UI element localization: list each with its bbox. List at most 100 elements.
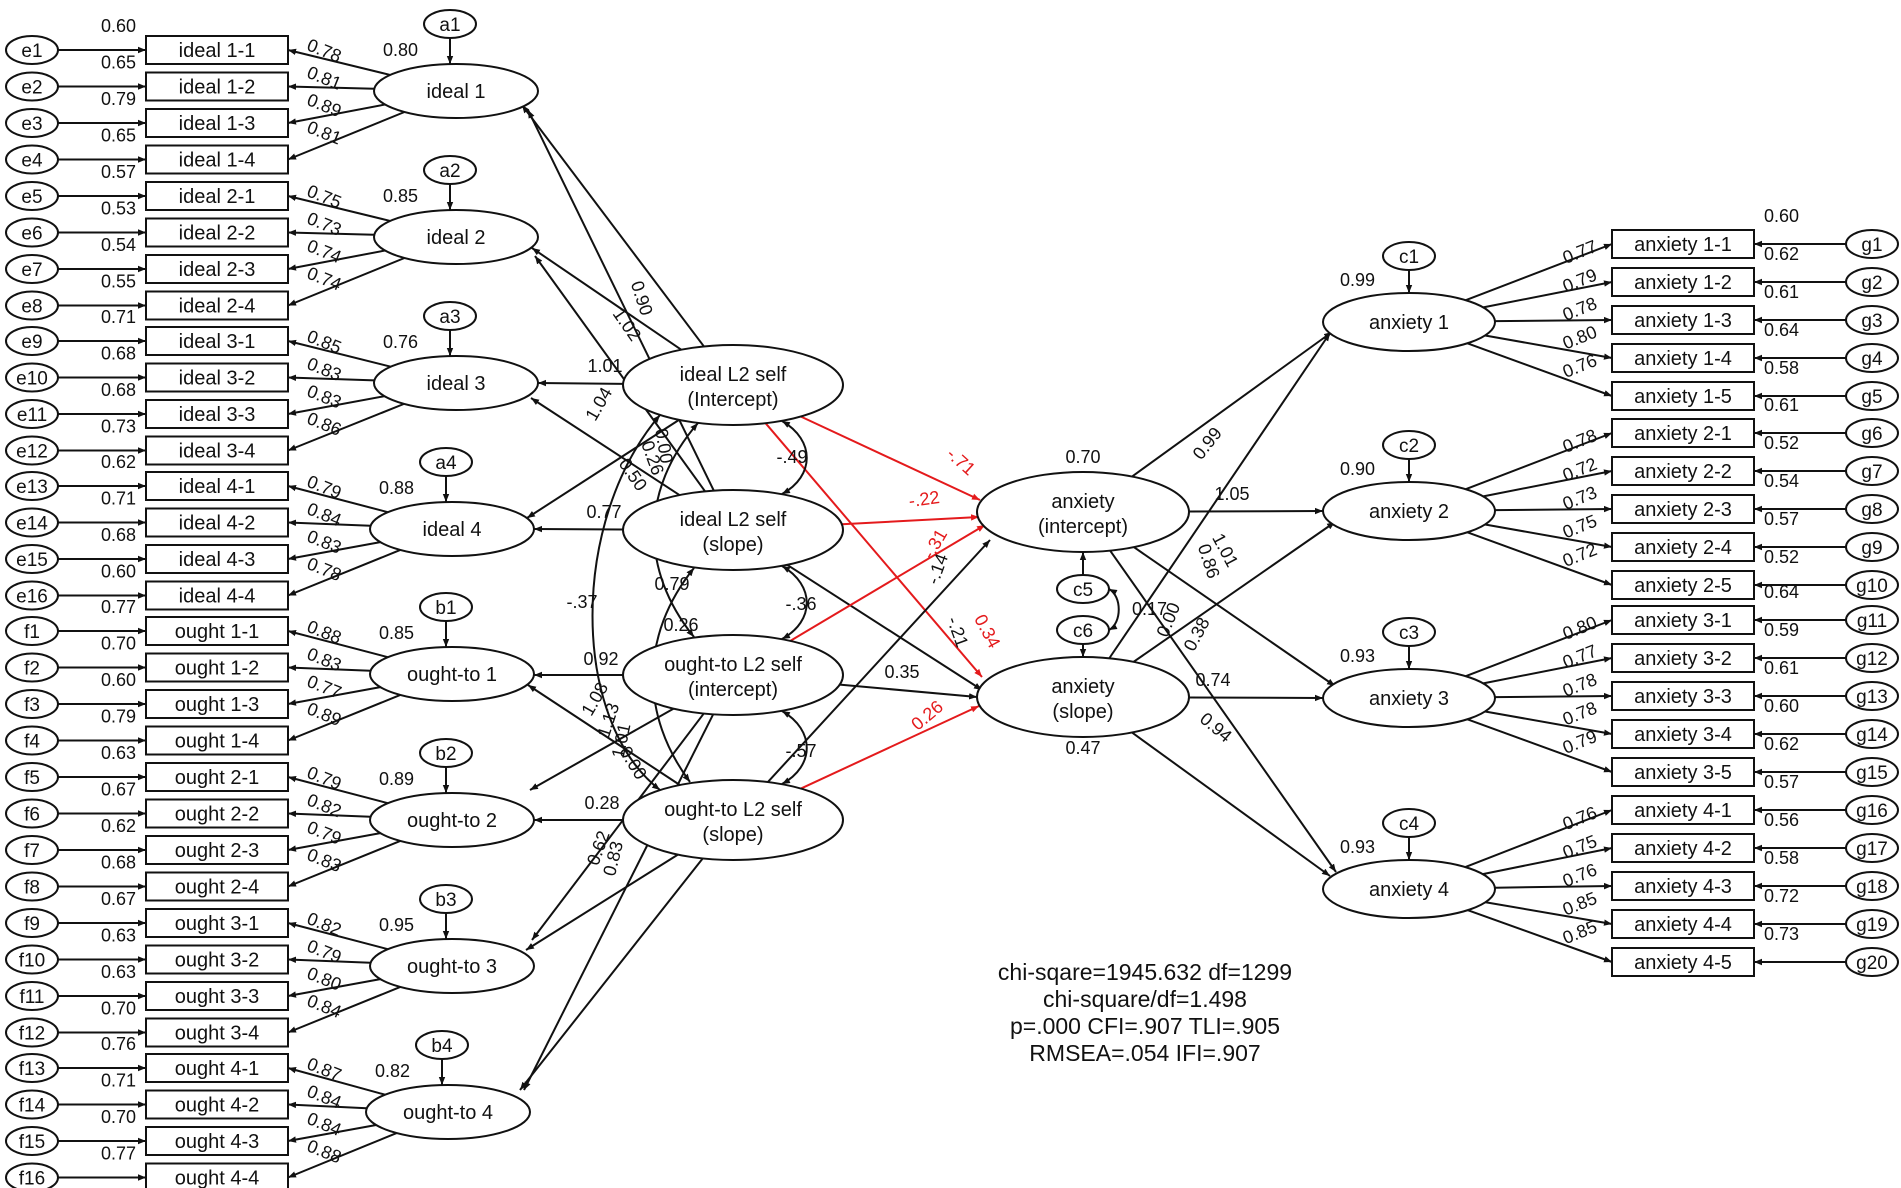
loading-arrow [1494, 316, 1613, 324]
indicator-r2: 0.71 [101, 489, 136, 509]
loading-label: 0.75 [1560, 511, 1600, 543]
indicator-error-label: e12 [16, 442, 48, 463]
indicator-box [145, 762, 289, 792]
indicator-box-label: ought 1-2 [175, 658, 260, 680]
loading-arrow [1483, 656, 1613, 685]
growth-loading-arrow [1131, 331, 1333, 478]
factor-ideal-2 [373, 209, 539, 265]
loading-arrow [287, 395, 385, 416]
indicator-error-label: g5 [1861, 387, 1882, 408]
indicator-r2: 0.73 [1764, 924, 1799, 944]
indicator-box [1611, 381, 1755, 411]
loading-arrow [287, 1067, 386, 1096]
factor-ought-intercept-label: (intercept) [688, 679, 778, 701]
disturbance-b4 [415, 1030, 469, 1060]
disturbance-c5 [1056, 574, 1110, 604]
factor-ideal-3-label: ideal 3 [427, 373, 486, 395]
disturbance-a4 [419, 447, 473, 477]
indicator-r2: 0.62 [1764, 244, 1799, 264]
indicator-box-label: anxiety 3-3 [1634, 686, 1732, 708]
indicator-error-label: e15 [16, 550, 48, 571]
indicator-error-label: g12 [1856, 649, 1888, 670]
factor-ought-slope-label: ought-to L2 self [664, 799, 802, 821]
significant-path [800, 705, 980, 790]
indicator-error-label: e11 [17, 405, 47, 426]
indicator-error [5, 835, 59, 865]
indicator-box-label: ought 4-3 [175, 1131, 260, 1153]
indicator-box-label: ought 4-1 [175, 1058, 260, 1080]
indicator-r2: 0.52 [1764, 547, 1799, 567]
factor-ideal-1 [373, 63, 539, 119]
factor-ideal-2-label: ideal 2 [427, 227, 486, 249]
loading-arrow [287, 541, 381, 561]
growth-loading-label: 0.92 [583, 649, 618, 669]
disturbance-c3-label: c3 [1399, 623, 1419, 644]
indicator-error [5, 290, 59, 321]
indicator-error [1845, 719, 1899, 749]
indicator-r2: 0.55 [101, 272, 136, 292]
indicator-error-label: e13 [16, 477, 48, 498]
loading-arrow [287, 921, 389, 951]
factor-r2: 0.93 [1340, 646, 1375, 666]
indicator-box-label: ought 3-2 [175, 950, 260, 972]
indicator-box [1611, 833, 1755, 863]
growth-loading-arrow [527, 109, 715, 492]
factor-anxiety-slope-label: (slope) [1052, 701, 1113, 723]
indicator-box [145, 871, 289, 902]
indicator-error-label: g10 [1856, 576, 1888, 597]
fit-statistics: chi-sqare=1945.632 df=1299chi-square/df=… [998, 959, 1292, 1066]
indicator-box [145, 1162, 289, 1188]
indicator-box-label: ought 4-2 [175, 1095, 260, 1117]
disturbance-c1-label: c1 [1399, 247, 1419, 268]
disturbance-b3 [419, 884, 473, 914]
loading-label: 0.76 [1560, 802, 1600, 834]
factor-anxiety-3-label: anxiety 3 [1369, 688, 1449, 710]
growth-loading-arrow [1188, 507, 1324, 515]
indicator-error [1845, 267, 1899, 297]
factor-r2: 0.76 [383, 332, 418, 352]
indicator-error-label: f5 [24, 768, 40, 789]
loading-label: 0.83 [304, 353, 344, 385]
indicator-error [1845, 871, 1899, 901]
factor-anxiety-2-label: anxiety 2 [1369, 501, 1449, 523]
indicator-r2: 0.62 [101, 816, 136, 836]
growth-loading-arrow [537, 379, 624, 387]
indicator-box-label: anxiety 3-1 [1634, 610, 1732, 632]
indicator-error-label: g9 [1861, 538, 1882, 559]
growth-loading-label: 1.05 [1214, 484, 1249, 504]
indicator-box [1611, 343, 1755, 373]
indicator-error-label: f9 [24, 914, 40, 935]
factor-ought-1-label: ought-to 1 [407, 664, 497, 686]
structural-path [839, 683, 978, 700]
indicator-r2: 0.62 [101, 452, 136, 472]
loading-arrow [1483, 469, 1613, 498]
factor-ought-1 [369, 646, 535, 702]
covariance-arc [781, 420, 808, 495]
loading-arrow [287, 686, 381, 706]
covariance-label: 0.79 [654, 574, 689, 594]
indicator-r2: 0.60 [101, 670, 136, 690]
indicator-r2: 0.70 [101, 1107, 136, 1127]
loading-label: 0.83 [304, 644, 344, 676]
disturbance-c4-label: c4 [1399, 814, 1420, 835]
indicator-r2: 0.77 [101, 597, 136, 617]
disturbance-b1 [419, 592, 473, 622]
indicator-error [5, 798, 59, 829]
indicator-error [5, 544, 59, 574]
indicator-error-label: e3 [21, 114, 42, 135]
covariance-c5-c6 [1108, 588, 1120, 631]
indicator-error-label: g4 [1861, 349, 1883, 370]
indicator-r2: 0.68 [101, 380, 136, 400]
disturbance-c5-label: c5 [1073, 580, 1093, 601]
indicator-error [5, 1126, 59, 1156]
indicator-error [5, 326, 59, 356]
loading-arrow [1494, 692, 1613, 700]
loading-arrow [287, 374, 375, 382]
indicator-error [1845, 605, 1899, 635]
indicator-box-label: ideal 1-2 [179, 77, 256, 99]
indicator-r2: 0.60 [1764, 696, 1799, 716]
indicator-r2: 0.65 [101, 126, 136, 146]
indicator-error-label: g19 [1856, 915, 1888, 936]
growth-loading-arrow [525, 853, 679, 951]
indicator-error-label: g15 [1856, 763, 1888, 784]
